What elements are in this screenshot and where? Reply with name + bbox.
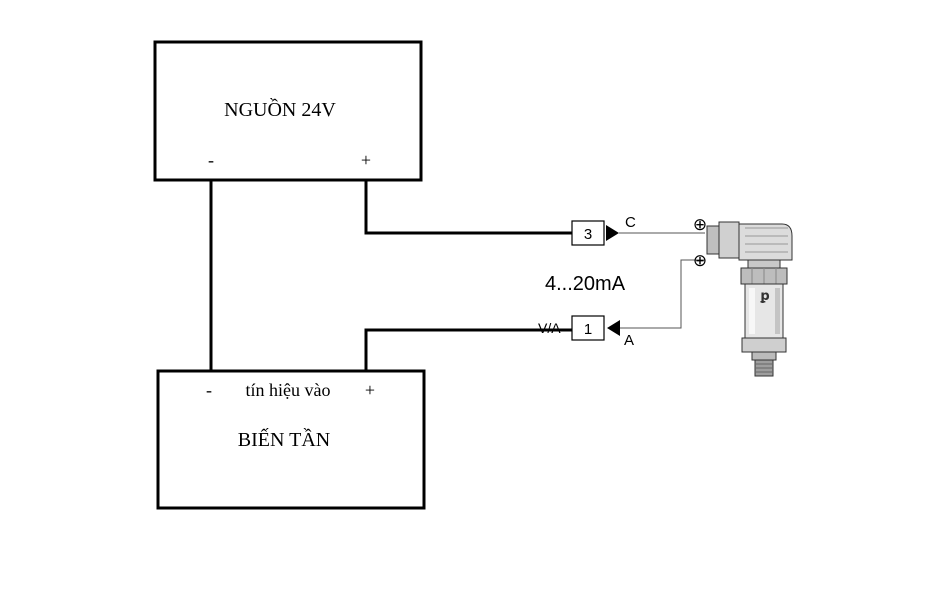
sensor-neck: [747, 259, 781, 269]
terminal-1: V/A 1 A: [538, 315, 634, 349]
terminal-3-letter: C: [625, 214, 636, 231]
wire-signal-from-terminal-1: [364, 328, 572, 371]
terminal-1-box: [571, 315, 605, 341]
sensor-wires: [619, 232, 705, 329]
pressure-sensor-icon: [706, 221, 793, 377]
inverter-plus: +: [365, 380, 375, 400]
sensor-wire-a: [620, 259, 705, 329]
power-supply-frame: [153, 40, 423, 182]
power-supply-title: NGUỒN 24V: [224, 97, 336, 121]
power-supply-box: NGUỒN 24V - +: [153, 40, 423, 182]
power-supply-plus: +: [361, 150, 371, 170]
terminal-1-arrow: [607, 320, 620, 336]
wires: [209, 180, 572, 371]
sensor-connector-collar: [718, 221, 740, 259]
sensor-plus-top-icon: ⊕: [693, 215, 707, 234]
inverter-minus: -: [206, 380, 212, 400]
sensor-thread-collar: [751, 351, 777, 361]
sensor-connector-body: [738, 223, 793, 261]
terminal-1-number: 1: [584, 321, 592, 338]
terminal-3: 3 C: [571, 214, 636, 246]
terminal-1-side-label: V/A: [538, 320, 561, 336]
sensor-connector-cap: [706, 225, 720, 255]
terminal-3-arrow: [606, 225, 619, 241]
inverter-signal-label: tín hiệu vào: [246, 380, 331, 400]
inverter-title: BIẾN TẦN: [238, 427, 330, 451]
sensor-plus-bottom-icon: ⊕: [693, 251, 707, 270]
sensor-logo: ꝑ: [760, 288, 769, 303]
signal-range-label: 4...20mA: [545, 273, 626, 295]
power-supply-minus: -: [208, 150, 214, 170]
sensor-bottom-flange: [741, 337, 787, 353]
wire-plus-to-terminal-3: [364, 180, 572, 235]
terminal-3-number: 3: [584, 226, 592, 243]
inverter-frame: [156, 369, 426, 510]
inverter-box: - tín hiệu vào + BIẾN TẦN: [156, 369, 426, 510]
terminal-1-letter: A: [624, 332, 634, 349]
terminal-3-box: [571, 220, 605, 246]
